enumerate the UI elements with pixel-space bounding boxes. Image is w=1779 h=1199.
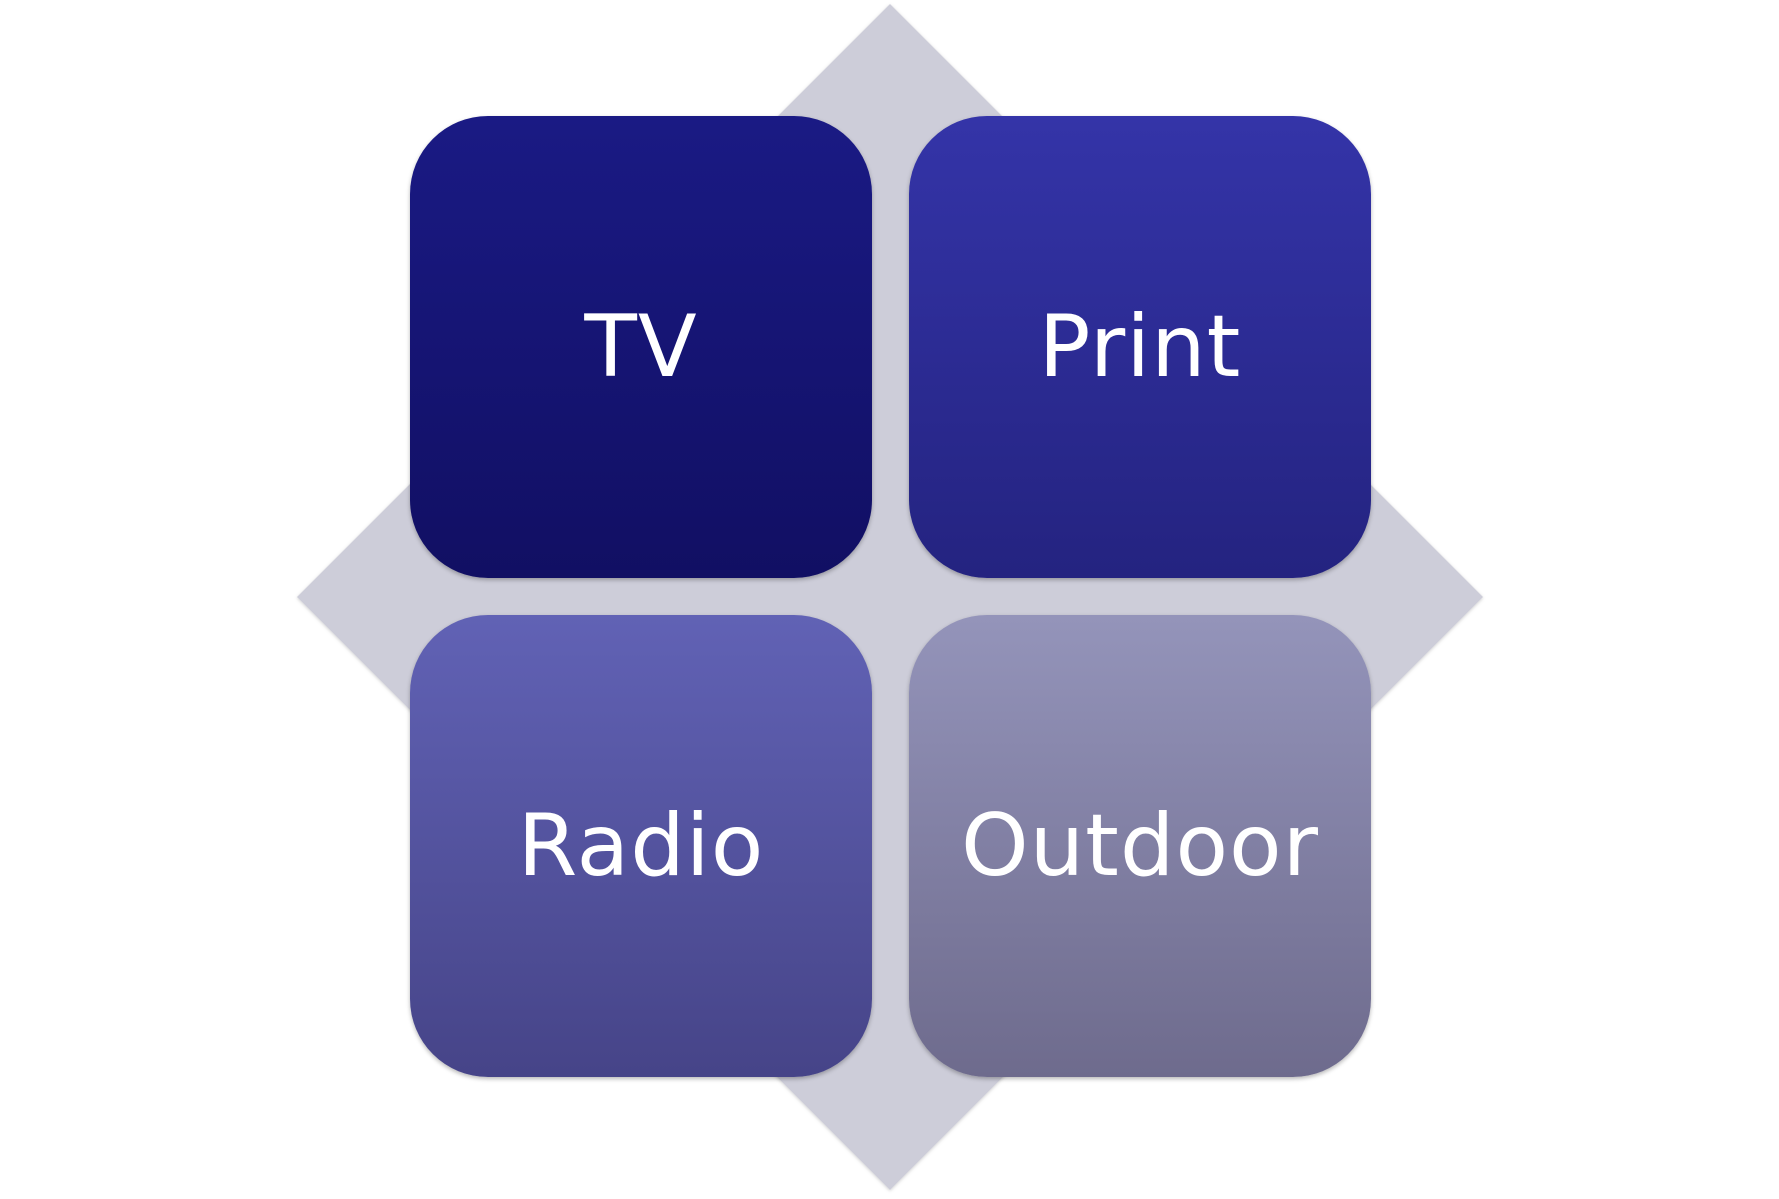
- tile-tv: TV: [410, 116, 872, 578]
- tile-radio: Radio: [410, 615, 872, 1077]
- tile-print-label: Print: [1038, 297, 1242, 397]
- tile-outdoor: Outdoor: [909, 615, 1371, 1077]
- tile-print: Print: [909, 116, 1371, 578]
- tile-radio-label: Radio: [517, 796, 765, 896]
- tile-outdoor-label: Outdoor: [960, 796, 1320, 896]
- tile-tv-label: TV: [584, 297, 698, 397]
